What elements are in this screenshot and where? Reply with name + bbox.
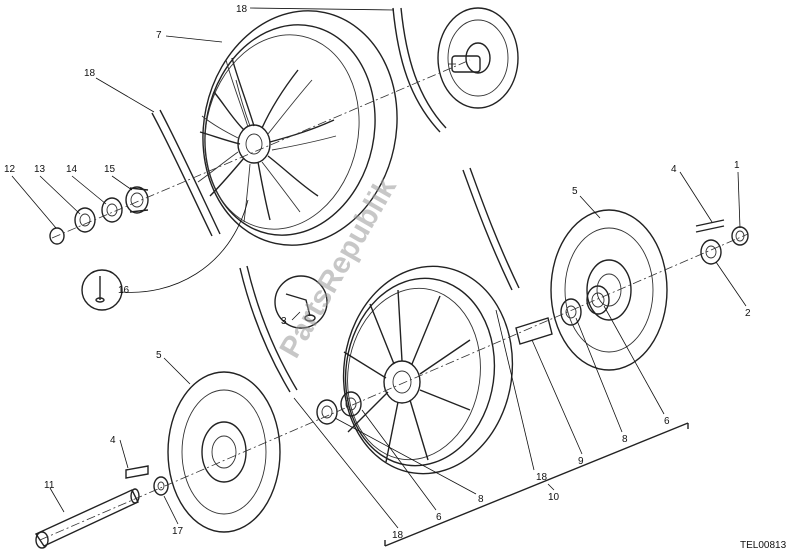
rear-brake-disc [437,7,519,109]
callout-6-left: 6 [436,512,442,523]
callout-18-bottom: 18 [392,530,404,541]
callout-18-right: 18 [536,472,548,483]
callout-2: 2 [745,308,751,319]
callout-5-left: 5 [156,350,162,361]
callout-7: 7 [156,30,162,41]
callout-labels: 1 2 3 4 4 5 5 6 6 7 8 8 9 10 11 12 13 14… [4,4,751,541]
front-wheel-group-bracket [384,422,689,547]
callout-leader-lines [11,7,747,529]
reference-code: TEL00813 [740,540,787,551]
callout-18-top: 18 [236,4,248,15]
valve-insets [81,199,328,329]
watermark: PartsRepublik [273,172,403,363]
front-wheel [342,265,514,475]
callout-4-left: 4 [110,435,116,446]
callout-14: 14 [66,164,78,175]
callout-16: 16 [118,285,130,296]
callout-10: 10 [548,492,560,503]
callout-5-right: 5 [572,186,578,197]
rim-tape-strips [151,7,520,393]
rear-axle-parts [49,186,149,245]
callout-11: 11 [44,480,55,491]
callout-18-left: 18 [84,68,96,79]
front-axle-spacers [316,219,749,425]
callout-1: 1 [734,160,740,171]
callout-4-right: 4 [671,164,677,175]
callout-8-right: 8 [622,434,628,445]
callout-13: 13 [34,164,46,175]
assembly-axes [39,59,749,541]
callout-3: 3 [281,316,287,327]
callout-6-right: 6 [664,416,670,427]
front-axle [34,465,169,549]
callout-9: 9 [578,456,584,467]
callout-17: 17 [172,526,184,537]
callout-15: 15 [104,164,116,175]
rear-wheel [197,10,398,246]
front-right-brake-disc [550,209,668,371]
front-left-brake-disc [167,371,281,533]
callout-12: 12 [4,164,16,175]
callout-8-left: 8 [478,494,484,505]
